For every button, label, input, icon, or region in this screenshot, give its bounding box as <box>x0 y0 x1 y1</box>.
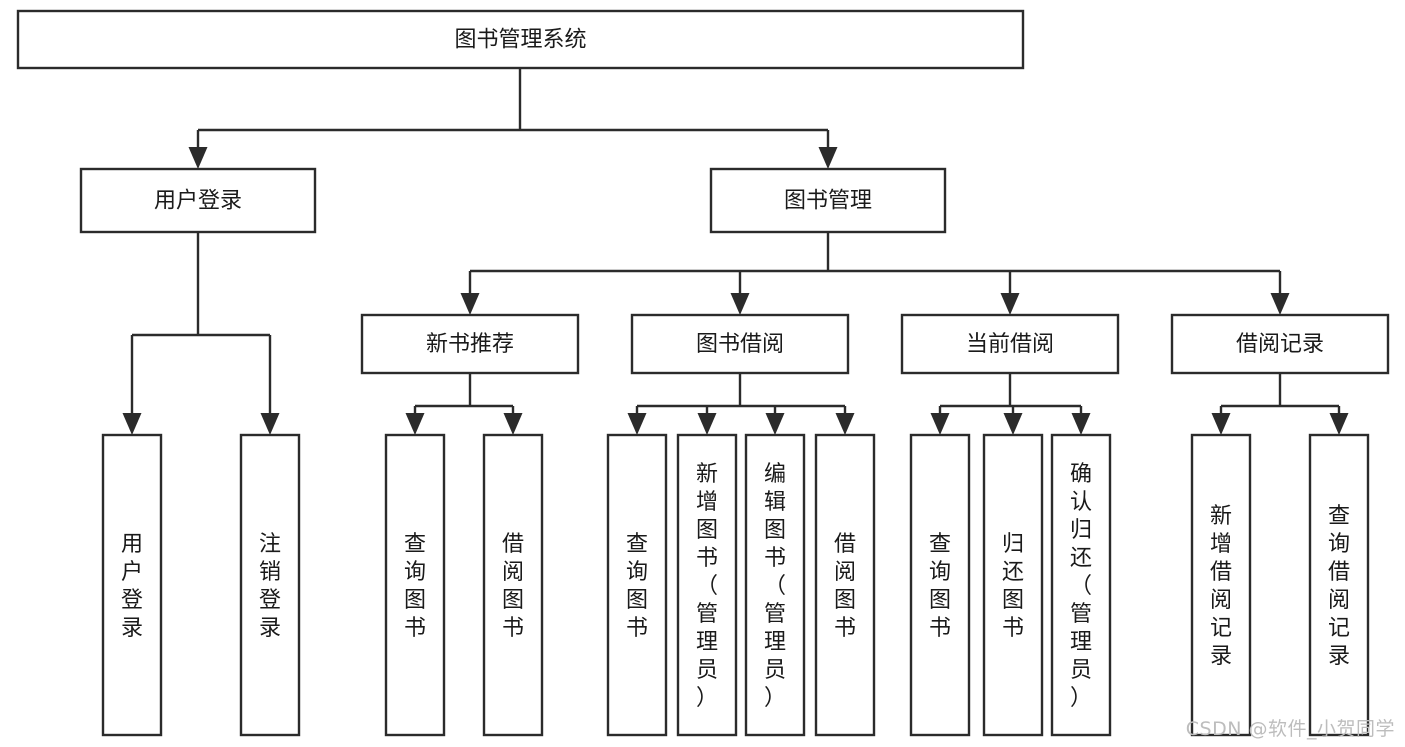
node-leaf-query-book-rec[interactable]: 查询图书 <box>384 433 446 737</box>
node-leaf-add-book-box[interactable] <box>676 433 738 737</box>
node-leaf-borrow-book-rec[interactable]: 借阅图书 <box>482 433 544 737</box>
edge-borrow-record-to-leaf-add-record-arrowhead <box>1211 413 1231 435</box>
node-leaf-user-login-label: 用户登录 <box>121 532 143 641</box>
node-leaf-query-record-label: 查询借阅记录 <box>1328 504 1350 669</box>
edge-book-manage-to-borrow-record-arrowhead <box>1270 293 1290 315</box>
node-leaf-return-book-label: 归还图书 <box>1002 532 1024 641</box>
node-leaf-query-book-rec-label: 查询图书 <box>404 532 426 641</box>
node-leaf-return-book[interactable]: 归还图书 <box>982 433 1044 737</box>
node-leaf-query-book-current[interactable]: 查询图书 <box>909 433 971 737</box>
node-leaf-query-book-borrow-label: 查询图书 <box>626 532 648 641</box>
edge-root-to-user-login-arrowhead <box>188 147 208 169</box>
node-leaf-borrow-book-label: 借阅图书 <box>834 532 856 641</box>
node-user-login-label: 用户登录 <box>154 189 242 214</box>
node-new-book-rec-box[interactable] <box>360 313 580 375</box>
node-root-root[interactable]: 图书管理系统 <box>16 9 1025 70</box>
edge-current-borrow-to-leaf-confirm-return-arrowhead <box>1071 413 1091 435</box>
node-leaf-add-book-label: 新增图书（管理员） <box>696 462 718 711</box>
node-leaf-add-record[interactable]: 新增借阅记录 <box>1190 433 1252 737</box>
node-leaf-query-record[interactable]: 查询借阅记录 <box>1308 433 1370 737</box>
edge-book-manage-to-current-borrow-arrowhead <box>1000 293 1020 315</box>
edge-book-borrow-to-leaf-borrow-book-arrowhead <box>835 413 855 435</box>
node-leaf-borrow-book[interactable]: 借阅图书 <box>814 433 876 737</box>
edge-current-borrow-to-leaf-return-book-arrowhead <box>1003 413 1023 435</box>
edge-new-book-rec-to-leaf-borrow-book-rec-arrowhead <box>503 413 523 435</box>
edge-borrow-record-to-leaf-query-record-arrowhead <box>1329 413 1349 435</box>
edge-book-borrow-to-leaf-query-book-borrow-arrowhead <box>627 413 647 435</box>
edge-user-login-to-leaf-user-logout-arrowhead <box>260 413 280 435</box>
node-book-borrow-box[interactable] <box>630 313 850 375</box>
node-book-borrow-label: 图书借阅 <box>696 332 784 357</box>
node-leaf-confirm-return[interactable]: 确认归还（管理员） <box>1050 433 1112 737</box>
node-root-root-box[interactable] <box>16 9 1025 70</box>
edge-book-manage-to-book-borrow-arrowhead <box>730 293 750 315</box>
node-leaf-edit-book[interactable]: 编辑图书（管理员） <box>744 433 806 737</box>
node-leaf-add-record-label: 新增借阅记录 <box>1210 504 1232 669</box>
edges-layer <box>122 68 1349 435</box>
csdn-watermark: CSDN @软件_小贺同学 <box>1185 718 1395 740</box>
node-user-login-box[interactable] <box>79 167 317 234</box>
edge-current-borrow-to-leaf-query-book-current-arrowhead <box>930 413 950 435</box>
node-leaf-user-logout-box[interactable] <box>239 433 301 737</box>
node-leaf-edit-book-label: 编辑图书（管理员） <box>764 462 786 711</box>
node-leaf-borrow-book-rec-box[interactable] <box>482 433 544 737</box>
node-root-root-label: 图书管理系统 <box>454 28 586 53</box>
node-new-book-rec-label: 新书推荐 <box>426 332 514 357</box>
node-leaf-add-book[interactable]: 新增图书（管理员） <box>676 433 738 737</box>
node-leaf-add-record-box[interactable] <box>1190 433 1252 737</box>
edge-user-login-to-leaf-user-login-arrowhead <box>122 413 142 435</box>
node-leaf-user-login[interactable]: 用户登录 <box>101 433 163 737</box>
edge-root-to-book-manage-arrowhead <box>818 147 838 169</box>
node-book-manage-label: 图书管理 <box>784 189 872 214</box>
node-leaf-user-logout-label: 注销登录 <box>259 532 281 641</box>
node-user-login[interactable]: 用户登录 <box>79 167 317 234</box>
node-current-borrow-label: 当前借阅 <box>966 332 1054 357</box>
node-leaf-query-book-current-label: 查询图书 <box>929 532 951 641</box>
edge-book-borrow-to-leaf-add-book-arrowhead <box>697 413 717 435</box>
node-leaf-query-book-current-box[interactable] <box>909 433 971 737</box>
node-leaf-confirm-return-label: 确认归还（管理员） <box>1070 462 1092 711</box>
edge-book-manage-to-new-book-rec-arrowhead <box>460 293 480 315</box>
node-book-manage[interactable]: 图书管理 <box>709 167 947 234</box>
edge-book-borrow-to-leaf-edit-book-arrowhead <box>765 413 785 435</box>
node-leaf-query-book-borrow[interactable]: 查询图书 <box>606 433 668 737</box>
node-leaf-return-book-box[interactable] <box>982 433 1044 737</box>
node-current-borrow[interactable]: 当前借阅 <box>900 313 1120 375</box>
node-borrow-record-label: 借阅记录 <box>1236 332 1324 357</box>
node-leaf-query-record-box[interactable] <box>1308 433 1370 737</box>
node-borrow-record-box[interactable] <box>1170 313 1390 375</box>
node-book-borrow[interactable]: 图书借阅 <box>630 313 850 375</box>
node-leaf-query-book-borrow-box[interactable] <box>606 433 668 737</box>
edge-new-book-rec-to-leaf-query-book-rec-arrowhead <box>405 413 425 435</box>
node-current-borrow-box[interactable] <box>900 313 1120 375</box>
nodes-layer: 图书管理系统用户登录图书管理新书推荐图书借阅当前借阅借阅记录用户登录注销登录查询… <box>16 9 1390 737</box>
node-leaf-query-book-rec-box[interactable] <box>384 433 446 737</box>
node-book-manage-box[interactable] <box>709 167 947 234</box>
node-leaf-user-login-box[interactable] <box>101 433 163 737</box>
node-leaf-borrow-book-box[interactable] <box>814 433 876 737</box>
node-leaf-confirm-return-box[interactable] <box>1050 433 1112 737</box>
node-leaf-borrow-book-rec-label: 借阅图书 <box>502 532 524 641</box>
node-new-book-rec[interactable]: 新书推荐 <box>360 313 580 375</box>
node-borrow-record[interactable]: 借阅记录 <box>1170 313 1390 375</box>
node-leaf-edit-book-box[interactable] <box>744 433 806 737</box>
node-leaf-user-logout[interactable]: 注销登录 <box>239 433 301 737</box>
